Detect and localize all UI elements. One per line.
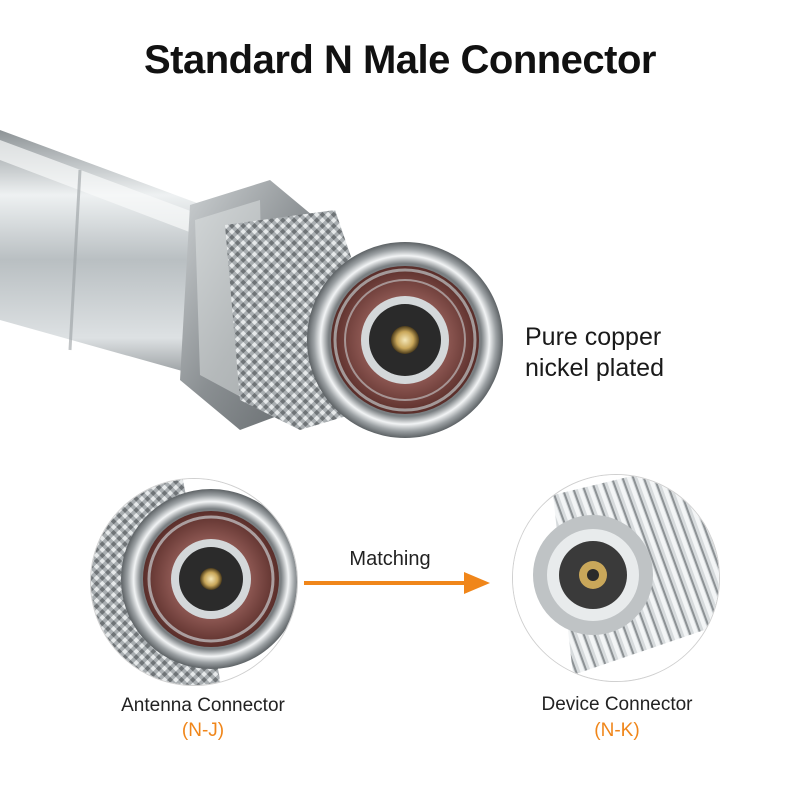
material-caption-line2: nickel plated (525, 354, 664, 382)
device-connector-image (512, 474, 720, 682)
page-title: Standard N Male Connector (143, 38, 657, 82)
matching-label: Matching (349, 548, 431, 570)
antenna-connector-image (90, 478, 298, 686)
matching-arrow: Matching (300, 548, 496, 608)
material-caption-line1: Pure copper (525, 323, 662, 351)
antenna-connector-code: (N-J) (181, 720, 225, 741)
arrow-right-icon (304, 572, 490, 594)
antenna-connector-label: Antenna Connector (121, 695, 285, 716)
device-connector-code: (N-K) (594, 720, 640, 741)
connector-hero-image (0, 110, 520, 480)
material-caption: Pure copper nickel plated (525, 322, 664, 384)
device-connector-label: Device Connector (541, 694, 693, 715)
